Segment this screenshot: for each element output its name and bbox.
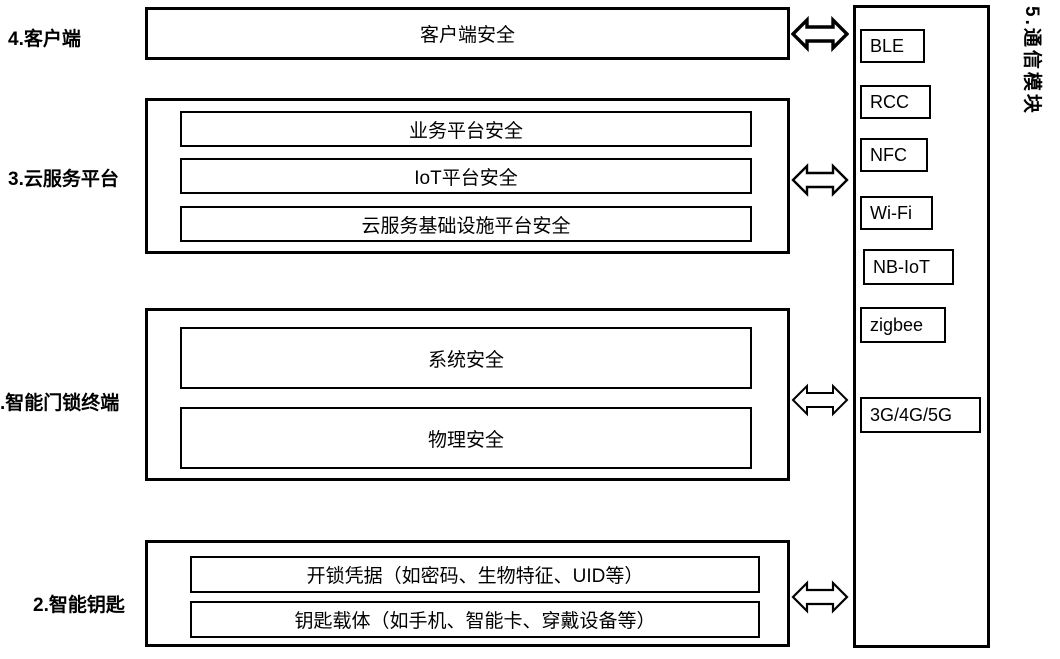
unlock-credential-box: 开锁凭据（如密码、生物特征、UID等） (190, 556, 760, 593)
comm-module-nfc-box: NFC (860, 138, 928, 172)
system-security-box: 系统安全 (180, 327, 752, 389)
comm-module-zigbee-box: zigbee (860, 307, 946, 343)
double-arrow-icon (791, 383, 849, 417)
double-arrow-icon (791, 163, 849, 197)
comm-module-wifi-box: Wi-Fi (860, 196, 933, 230)
layer-label-cloud: 3.云服务平台 (8, 169, 119, 190)
key-carrier-box: 钥匙载体（如手机、智能卡、穿戴设备等） (190, 601, 760, 638)
cloud-infrastructure-security-box: 云服务基础设施平台安全 (180, 206, 752, 242)
physical-security-box: 物理安全 (180, 407, 752, 469)
comm-module-nbiot-box: NB-IoT (863, 249, 954, 285)
client-security-box: 客户端安全 (145, 7, 790, 60)
comm-module-cellular-box: 3G/4G/5G (860, 397, 981, 433)
layer-label-key: 2.智能钥匙 (33, 595, 125, 616)
double-arrow-icon (791, 16, 849, 52)
comm-module-vertical-title: 5.通信模块 (1021, 6, 1042, 116)
comm-module-ble-box: BLE (860, 29, 925, 63)
layer-label-terminal: .智能门锁终端 (0, 393, 120, 414)
double-arrow-icon (791, 580, 849, 614)
comm-module-rcc-box: RCC (860, 85, 931, 119)
business-platform-security-box: 业务平台安全 (180, 111, 752, 147)
iot-platform-security-box: IoT平台安全 (180, 158, 752, 194)
layer-label-client: 4.客户端 (8, 29, 81, 50)
